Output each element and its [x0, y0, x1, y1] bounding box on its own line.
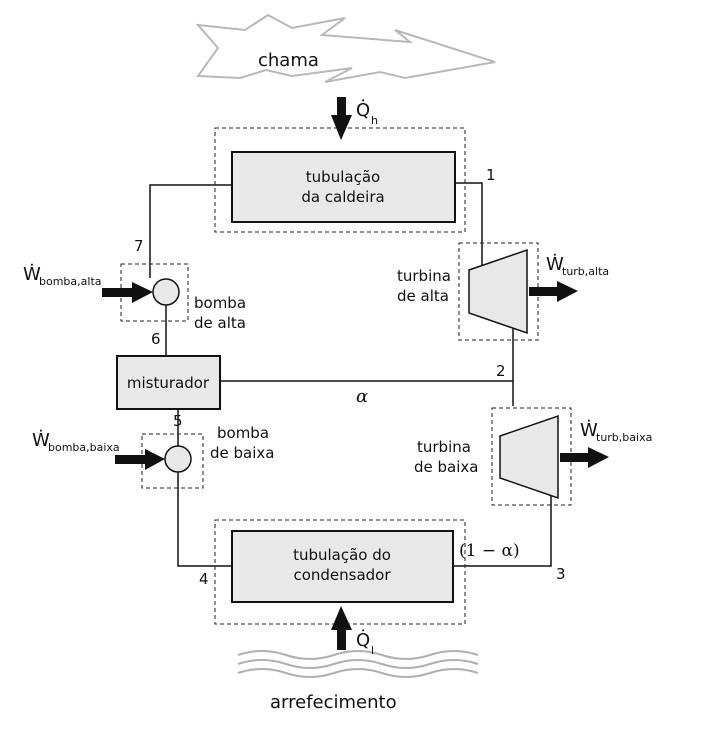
lp-pump-label-1: bomba	[217, 424, 269, 442]
alpha-label: α	[356, 386, 368, 407]
condenser-box	[231, 530, 454, 603]
state-6-label: 6	[151, 330, 161, 348]
boiler-label-2: da caldeira	[301, 188, 384, 206]
state-5-label: 5	[173, 412, 183, 430]
ql-symbol: Q̇	[356, 630, 370, 651]
flame-shape	[195, 13, 496, 83]
w-hp-turb-subscript: turb,alta	[562, 265, 609, 278]
pipes	[149, 182, 552, 567]
hp-pump-label-2: de alta	[194, 314, 246, 332]
state-4-label: 4	[199, 570, 209, 588]
w-lp-pump-subscript: bomba,baixa	[48, 441, 120, 454]
w-lp-pump-symbol: Ẇ	[32, 430, 50, 451]
qh-subscript: h	[371, 114, 378, 127]
hp-pump-icon	[152, 278, 180, 306]
state-2-label: 2	[496, 362, 506, 380]
state-3-label: 3	[556, 565, 566, 583]
hp-turbine-work-arrow-icon	[529, 281, 578, 302]
boiler-box	[231, 151, 456, 223]
hp-turbine-label-1: turbina	[397, 267, 451, 285]
lp-pump-work-arrow-icon	[115, 449, 165, 470]
mixer-box	[116, 355, 221, 410]
condenser-label-2: condensador	[293, 566, 391, 584]
state-1-label: 1	[486, 166, 496, 184]
w-hp-pump-subscript: bomba,alta	[39, 275, 102, 288]
hp-pump-label-1: bomba	[194, 294, 246, 312]
lp-turbine-work-arrow-icon	[560, 447, 609, 468]
heat-out-arrow-icon	[331, 606, 352, 650]
lp-turbine-label-1: turbina	[417, 438, 471, 456]
cooling-waves	[237, 650, 479, 678]
cooling-label: arrefecimento	[270, 692, 397, 713]
hp-turbine-icon	[468, 248, 528, 335]
hp-pump-work-arrow-icon	[102, 282, 153, 303]
boiler-cv	[214, 127, 466, 233]
hp-turbine-label-2: de alta	[397, 287, 449, 305]
lp-pump-icon	[164, 445, 192, 473]
lp-pump-label-2: de baixa	[210, 444, 274, 462]
w-lp-turb-symbol: Ẇ	[580, 420, 598, 441]
flame-label: chama	[258, 50, 319, 71]
w-hp-turb-symbol: Ẇ	[546, 254, 564, 275]
boiler-label-1: tubulação	[306, 168, 380, 186]
w-hp-pump-symbol: Ẇ	[23, 264, 41, 285]
lp-turbine-icon	[499, 414, 559, 500]
qh-symbol: Q̇	[356, 100, 370, 121]
w-lp-turb-subscript: turb,baixa	[596, 431, 652, 444]
mixer-label: misturador	[127, 374, 210, 392]
condenser-label-1: tubulação do	[293, 546, 391, 564]
state-7-label: 7	[134, 237, 144, 255]
heat-in-arrow-icon	[331, 97, 352, 140]
ql-subscript: l	[371, 644, 374, 657]
lp-turbine-label-2: de baixa	[414, 458, 478, 476]
one-minus-alpha-label: (1 − α)	[459, 541, 520, 561]
